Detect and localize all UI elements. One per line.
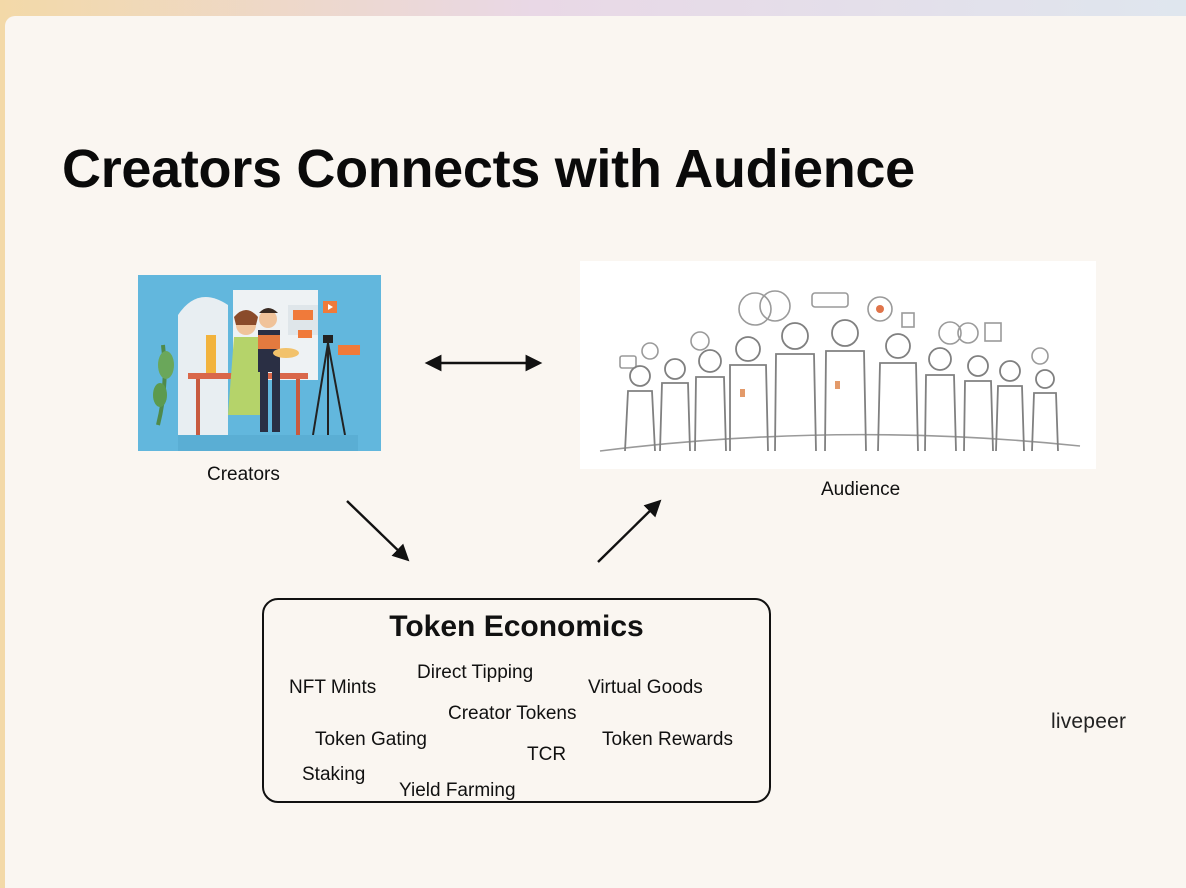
term-nft-mints: NFT Mints <box>289 677 377 698</box>
token-to-audience-arrow <box>597 499 662 563</box>
creators-illustration <box>138 275 381 451</box>
audience-caption: Audience <box>821 479 901 500</box>
diagram-arrows <box>346 354 662 563</box>
token-economics-box: Token Economics NFT Mints Direct Tipping… <box>262 598 771 803</box>
term-virtual-goods: Virtual Goods <box>588 677 703 698</box>
audience-illustration <box>580 261 1096 469</box>
term-creator-tokens: Creator Tokens <box>448 703 577 724</box>
slide: Creators Connects with Audience <box>5 16 1186 888</box>
term-token-gating: Token Gating <box>315 729 427 750</box>
token-economics-title: Token Economics <box>389 610 644 643</box>
term-token-rewards: Token Rewards <box>602 729 733 750</box>
term-staking: Staking <box>302 764 366 785</box>
term-yield-farming: Yield Farming <box>399 780 516 801</box>
creators-illustration-graphic <box>138 275 381 451</box>
audience-illustration-graphic <box>580 261 1096 469</box>
creators-to-token-arrow <box>346 500 410 562</box>
term-direct-tipping: Direct Tipping <box>417 662 534 683</box>
term-tcr: TCR <box>527 744 567 765</box>
creators-caption: Creators <box>207 464 280 485</box>
livepeer-logo: livepeer <box>1051 710 1127 733</box>
slide-title: Creators Connects with Audience <box>62 139 915 199</box>
